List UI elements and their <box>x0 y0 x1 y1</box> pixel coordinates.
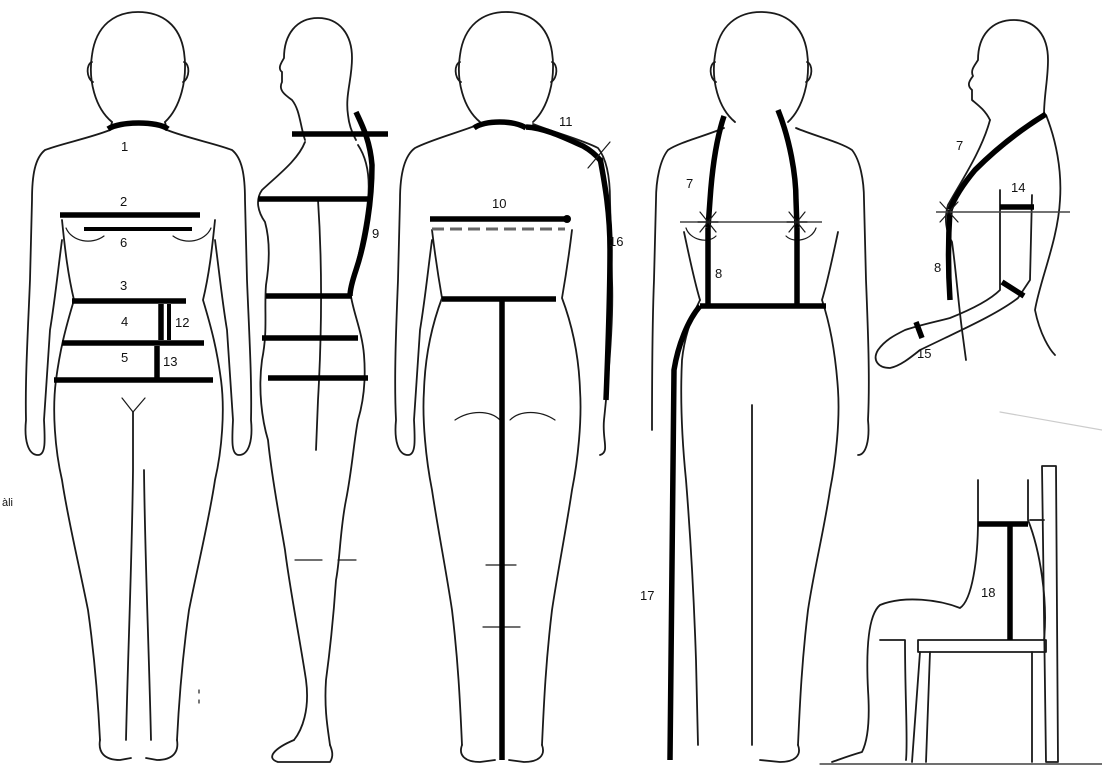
label-18: 18 <box>981 585 995 600</box>
measure-back-neck <box>474 122 526 128</box>
measure-1-neck <box>108 123 168 129</box>
label-15: 15 <box>917 346 931 361</box>
label-1: 1 <box>121 139 128 154</box>
margin-text: àli <box>2 497 13 509</box>
label-6: 6 <box>120 235 127 250</box>
label-5: 5 <box>121 350 128 365</box>
label-10: 10 <box>492 196 506 211</box>
figure-side-view <box>258 18 369 762</box>
profile-measurement-lines <box>916 114 1070 338</box>
label-8-front: 8 <box>715 266 722 281</box>
measure-17-waist-to-floor <box>670 306 700 760</box>
figure-front-view-2 <box>652 12 869 762</box>
measure-elbow <box>1002 282 1024 296</box>
figure-profile-upper <box>876 20 1061 368</box>
label-14: 14 <box>1011 180 1025 195</box>
measure-8-profile-bust-to-waist <box>949 210 951 300</box>
label-16: 16 <box>609 234 623 249</box>
seated-measurement-lines <box>978 524 1028 640</box>
label-3: 3 <box>120 278 127 293</box>
figure-seated <box>820 412 1102 764</box>
side-measurement-lines <box>258 112 388 378</box>
measure-7-neck-to-bust-right <box>778 110 797 228</box>
measure-9-back-length <box>350 112 372 296</box>
label-2: 2 <box>120 194 127 209</box>
label-7-profile: 7 <box>956 138 963 153</box>
label-11: 11 <box>559 114 573 129</box>
label-13: 13 <box>163 354 177 369</box>
label-8-profile: 8 <box>934 260 941 275</box>
front-measurement-lines <box>54 123 213 380</box>
label-17: 17 <box>640 588 654 603</box>
label-4: 4 <box>121 314 128 329</box>
label-12: 12 <box>175 315 189 330</box>
measure-16-arm-length <box>600 158 610 400</box>
label-9: 9 <box>372 226 379 241</box>
label-7-front: 7 <box>686 176 693 191</box>
